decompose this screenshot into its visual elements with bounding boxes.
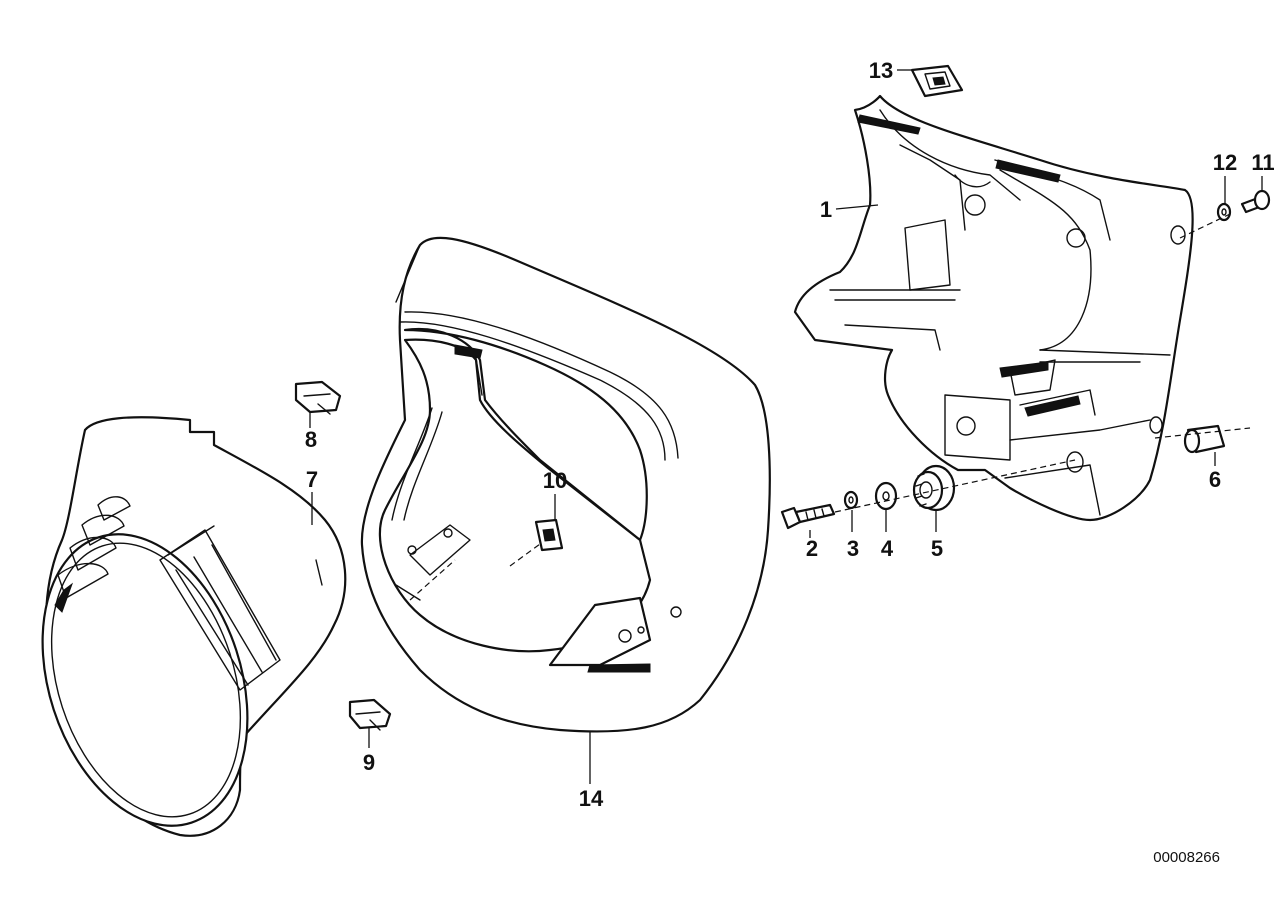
callout-labels: 1 2 3 4 5 6 7 8 9 10 11 12 13 14 [305, 58, 1275, 811]
callout-11: 11 [1251, 150, 1274, 175]
part-2-bolt [780, 503, 836, 530]
callout-3: 3 [847, 536, 859, 561]
part-12-washer [1216, 202, 1232, 222]
callout-6: 6 [1209, 467, 1221, 492]
part-8-clip [294, 380, 342, 415]
part-1-inner-panel [793, 94, 1194, 522]
callout-8: 8 [305, 427, 317, 452]
callout-13: 13 [869, 58, 893, 83]
callout-10: 10 [543, 468, 567, 493]
callout-1: 1 [820, 197, 832, 222]
document-number: 00008266 [1153, 849, 1220, 866]
part-11-screw [1240, 189, 1271, 214]
part-10-clip-nut [534, 518, 564, 552]
part-5-rubber-grommet [912, 464, 956, 512]
callout-14: 14 [579, 786, 604, 811]
part-6-rubber-bushing [1183, 424, 1226, 454]
callout-5: 5 [931, 536, 943, 561]
callout-9: 9 [363, 750, 375, 775]
callout-12: 12 [1213, 150, 1237, 175]
part-14-main-fairing [360, 236, 771, 733]
assembly-lines [409, 213, 1251, 601]
callout-7: 7 [306, 467, 318, 492]
part-4-washer [874, 481, 898, 511]
part-7-headlight-shell [41, 416, 347, 837]
part-3-lock-washer [843, 490, 859, 510]
callout-2: 2 [806, 536, 818, 561]
part-13-clip-nut [910, 64, 964, 98]
leader-lines [309, 69, 1263, 784]
part-9-clip [348, 698, 392, 731]
callout-4: 4 [881, 536, 894, 561]
